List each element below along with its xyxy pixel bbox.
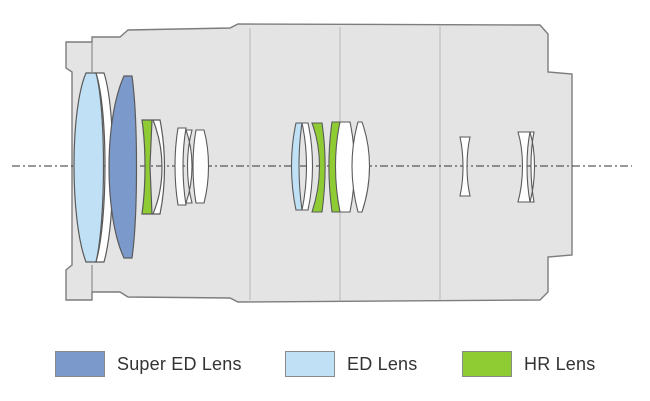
lens-element-3-super-ed bbox=[108, 75, 138, 259]
lens-element-4-hr bbox=[141, 119, 153, 215]
lens-element-1-ed bbox=[73, 72, 105, 263]
legend-item-hr: HR Lens bbox=[462, 349, 595, 379]
lens-construction-diagram bbox=[12, 23, 632, 303]
lens-element-14-plain bbox=[351, 121, 371, 213]
ed-swatch bbox=[285, 351, 335, 377]
legend-item-super-ed: Super ED Lens bbox=[55, 349, 242, 379]
lens-element-6-plain bbox=[174, 127, 187, 206]
super-ed-label: Super ED Lens bbox=[117, 353, 242, 374]
legend-item-ed: ED Lens bbox=[285, 349, 417, 379]
super-ed-swatch bbox=[55, 351, 105, 377]
hr-label: HR Lens bbox=[524, 353, 596, 374]
lens-element-17-plain bbox=[529, 131, 535, 203]
lens-element-8-plain bbox=[192, 129, 209, 204]
ed-label: ED Lens bbox=[347, 353, 418, 374]
lens-element-15-plain bbox=[459, 136, 471, 197]
lens-element-2-plain bbox=[95, 72, 114, 263]
lens-element-5-plain bbox=[152, 119, 166, 215]
lens-element-7-plain bbox=[185, 129, 193, 204]
lens-element-11-hr bbox=[311, 122, 326, 213]
hr-swatch bbox=[462, 351, 512, 377]
lens-element-10-plain bbox=[301, 122, 314, 211]
